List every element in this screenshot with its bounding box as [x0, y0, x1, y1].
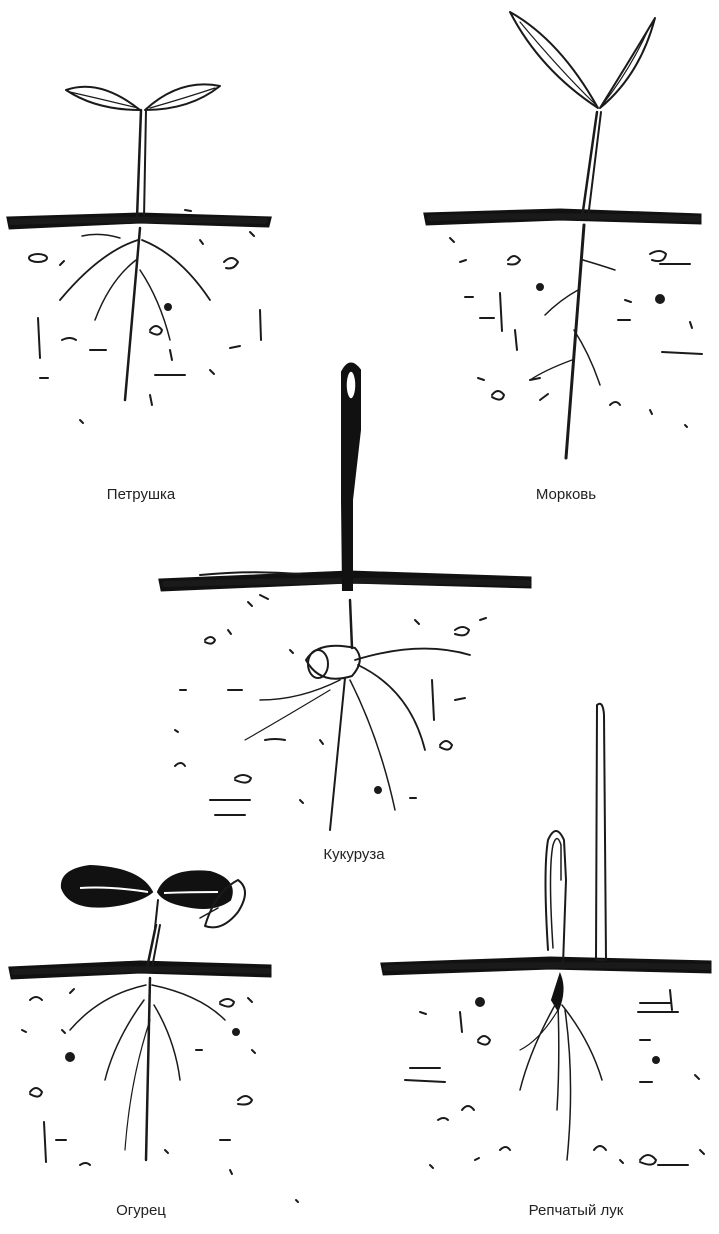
corn-seed	[306, 646, 360, 679]
onion-label: Репчатый лук	[476, 1202, 676, 1219]
onion-tall-leaf	[596, 704, 606, 960]
cucumber-soil-line	[10, 962, 270, 978]
corn-label: Кукуруза	[254, 846, 454, 863]
parsley-seedling	[8, 84, 270, 423]
parsley-roots	[60, 228, 210, 400]
corn-seedling	[160, 363, 530, 830]
parsley-stem	[137, 110, 146, 218]
carrot-roots	[530, 225, 615, 458]
parsley-leaves	[66, 84, 220, 110]
carrot-soil-line	[425, 210, 700, 224]
cucumber-roots	[70, 978, 225, 1160]
onion-loop-leaf	[546, 831, 567, 965]
parsley-soil-line	[8, 214, 270, 228]
corn-coleoptile	[342, 363, 360, 590]
cucumber-seedling	[10, 866, 298, 1202]
cucumber-cotyledons	[62, 866, 232, 928]
onion-soil-line	[382, 958, 710, 974]
carrot-seedling	[425, 12, 702, 458]
corn-soil-specks	[175, 595, 486, 815]
parsley-label: Петрушка	[41, 486, 241, 503]
carrot-label: Морковь	[466, 486, 666, 503]
cucumber-label: Огурец	[41, 1202, 241, 1219]
corn-roots	[245, 600, 470, 830]
onion-seedling	[382, 704, 710, 1168]
carrot-leaves	[510, 12, 655, 108]
carrot-stem	[582, 112, 601, 218]
onion-bulb-roots	[520, 975, 602, 1160]
cucumber-soil-specks	[22, 989, 298, 1202]
